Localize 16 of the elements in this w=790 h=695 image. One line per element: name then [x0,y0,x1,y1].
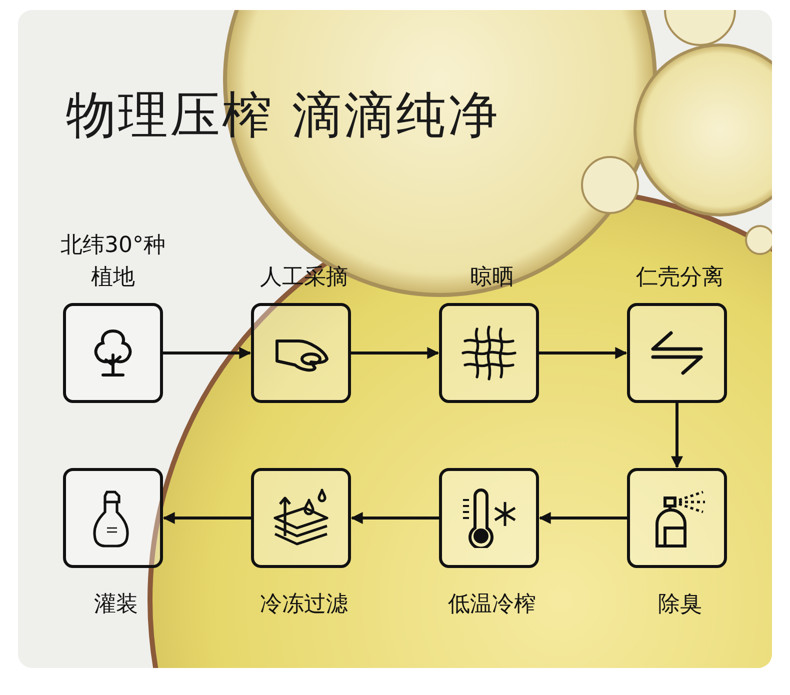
step-label: 晾晒 [469,264,515,292]
arrow [350,512,439,524]
arrow [163,347,252,359]
arrow [162,512,251,524]
step-label: 仁壳分离 [635,264,725,292]
step-label: 冷冻过滤 [259,591,349,619]
arrow [539,347,628,359]
arrow [671,403,683,468]
step-label: 除臭 [657,591,703,619]
arrow [538,512,627,524]
arrow [351,347,440,359]
step-label: 灌装 [93,591,139,619]
title: 物理压榨 滴滴纯净 [66,85,500,146]
step-label: 北纬30°种植地 [60,232,166,292]
step-label: 人工采摘 [259,264,349,292]
step-label: 低温冷榨 [447,591,537,619]
